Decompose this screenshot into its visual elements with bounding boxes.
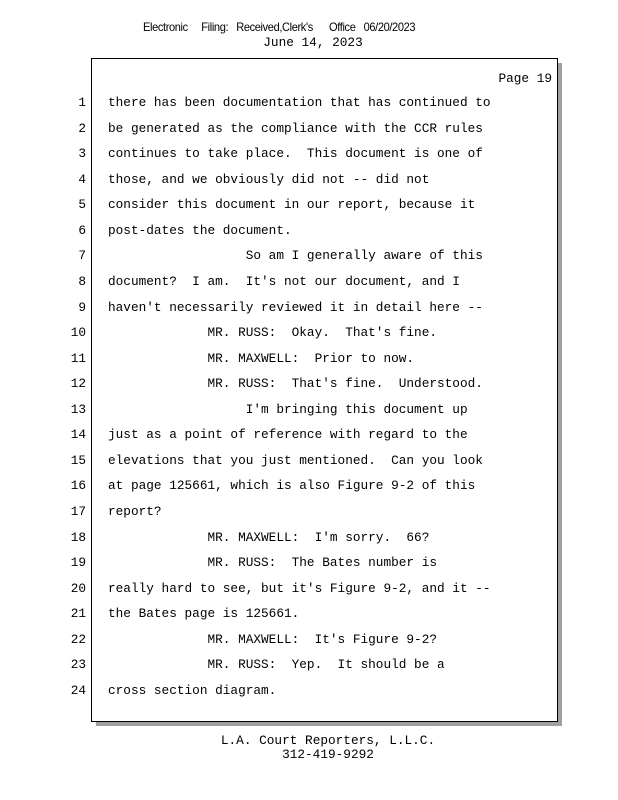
- footer-phone: 312-419-9292: [282, 747, 374, 762]
- line-text: cross section diagram.: [108, 682, 277, 698]
- line-text: the Bates page is 125661.: [108, 606, 300, 622]
- line-text: report?: [108, 504, 162, 519]
- transcript-line: 23 MR. RUSS: Yep. It should be a: [0, 656, 600, 682]
- line-number: 9: [78, 299, 86, 315]
- filing-stamp: Electronic Filing: Received,Clerk's Offi…: [143, 20, 416, 34]
- footer-company: L.A. Court Reporters, L.L.C.: [220, 733, 436, 748]
- transcript-line: 11 MR. MAXWELL: Prior to now.: [0, 350, 600, 376]
- line-text: be generated as the compliance with the …: [108, 120, 483, 136]
- line-number: 20: [70, 580, 86, 596]
- transcript-line: 13 I'm bringing this document up: [0, 401, 600, 427]
- transcript-line: 20 really hard to see, but it's Figure 9-…: [0, 580, 600, 606]
- line-number: 23: [70, 657, 86, 673]
- line-number: 10: [70, 325, 86, 341]
- transcript-line: 8 document? I am. It's not our document, …: [0, 273, 600, 299]
- line-number: 2: [78, 120, 86, 136]
- line-text: elevations that you just mentioned. Can …: [108, 452, 483, 468]
- line-text: consider this document in our report, be…: [108, 197, 476, 213]
- line-number: 8: [78, 273, 86, 289]
- line-number: 16: [70, 478, 86, 494]
- transcript-line: 15 elevations that you just mentioned. Ca…: [0, 452, 600, 478]
- transcript-line: 18 MR. MAXWELL: I'm sorry. 66?: [0, 529, 600, 555]
- line-text: MR. MAXWELL: Prior to now.: [108, 350, 415, 366]
- transcript-line: 9 haven't necessarily reviewed it in deta…: [0, 299, 600, 325]
- line-text: MR. RUSS: Okay. That's fine.: [108, 325, 438, 341]
- transcript-line: 4 those, and we obviously did not -- did …: [0, 171, 600, 197]
- line-number: 18: [70, 529, 86, 545]
- transcript-line: 19 MR. RUSS: The Bates number is: [0, 554, 600, 580]
- transcript-lines: 1 there has been documentation that has c…: [0, 94, 600, 708]
- line-number: 3: [78, 146, 86, 162]
- transcript-line: 24 cross section diagram.: [0, 682, 600, 708]
- transcript-line: 5 consider this document in our report, b…: [0, 196, 600, 222]
- line-number: 6: [78, 222, 86, 238]
- line-text: So am I generally aware of this: [108, 248, 483, 264]
- transcript-line: 16 at page 125661, which is also Figure 9…: [0, 477, 600, 503]
- transcript-line: 1 there has been documentation that has c…: [0, 94, 600, 120]
- line-number: 4: [78, 171, 86, 187]
- line-number: 24: [70, 682, 86, 698]
- line-text: MR. RUSS: The Bates number is: [108, 555, 438, 571]
- transcript-line: 12 MR. RUSS: That's fine. Understood.: [0, 375, 600, 401]
- page-number: Page 19: [498, 71, 552, 86]
- line-text: MR. MAXWELL: It's Figure 9-2?: [108, 631, 438, 647]
- transcript-line: 17 report?: [0, 503, 600, 529]
- transcript-line: 6 post-dates the document.: [0, 222, 600, 248]
- line-number: 7: [78, 248, 86, 264]
- line-text: there has been documentation that has co…: [108, 95, 491, 110]
- transcript-line: 22 MR. MAXWELL: It's Figure 9-2?: [0, 631, 600, 657]
- transcript-line: 3 continues to take place. This document …: [0, 145, 600, 171]
- line-number: 19: [70, 555, 86, 571]
- transcript-line: 21 the Bates page is 125661.: [0, 605, 600, 631]
- line-text: post-dates the document.: [108, 222, 292, 238]
- line-text: at page 125661, which is also Figure 9-2…: [108, 478, 476, 494]
- line-number: 5: [78, 197, 86, 213]
- line-number: 11: [70, 350, 86, 366]
- line-text: document? I am. It's not our document, a…: [108, 273, 460, 289]
- transcript-page-box: [91, 58, 558, 722]
- line-text: haven't necessarily reviewed it in detai…: [108, 299, 483, 315]
- transcript-line: 10 MR. RUSS: Okay. That's fine.: [0, 324, 600, 350]
- transcript-line: 7 So am I generally aware of this: [0, 247, 600, 273]
- line-text: those, and we obviously did not -- did n…: [108, 171, 430, 187]
- line-text: continues to take place. This document i…: [108, 146, 483, 162]
- line-text: I'm bringing this document up: [108, 401, 468, 417]
- line-number: 17: [70, 504, 86, 519]
- line-text: MR. RUSS: That's fine. Understood.: [108, 376, 483, 392]
- line-number: 1: [78, 95, 86, 110]
- line-number: 12: [70, 376, 86, 392]
- line-text: just as a point of reference with regard…: [108, 427, 468, 443]
- line-number: 21: [70, 606, 86, 622]
- line-text: MR. MAXWELL: I'm sorry. 66?: [108, 529, 430, 545]
- line-number: 14: [70, 427, 86, 443]
- line-text: MR. RUSS: Yep. It should be a: [108, 657, 445, 673]
- transcript-line: 2 be generated as the compliance with the…: [0, 120, 600, 146]
- line-number: 22: [70, 631, 86, 647]
- transcript-line: 14 just as a point of reference with rega…: [0, 426, 600, 452]
- line-text: really hard to see, but it's Figure 9-2,…: [108, 580, 491, 596]
- line-number: 15: [70, 452, 86, 468]
- transcript-date: June 14, 2023: [263, 35, 363, 50]
- line-number: 13: [70, 401, 86, 417]
